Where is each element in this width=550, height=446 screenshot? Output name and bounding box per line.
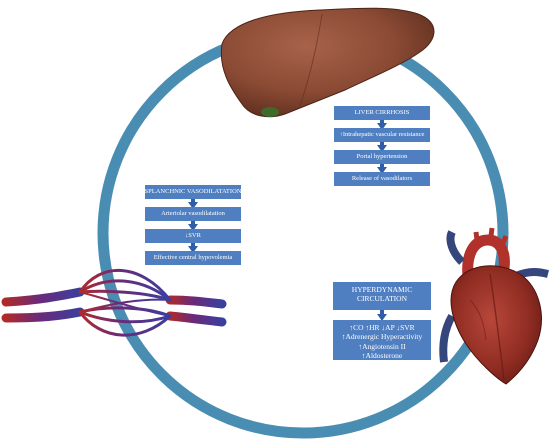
effect-adrenergic: ↑Adrenergic Hyperactivity: [341, 332, 423, 342]
splanchnic-step-hypovolemia: Effective central hypovolemia: [145, 251, 241, 265]
hyperdynamic-title: HYPERDYNAMIC CIRCULATION: [333, 282, 431, 310]
flow-arrow-stem: [380, 164, 384, 168]
flow-arrow-stem: [191, 243, 195, 247]
effect-hemodynamics: ↑CO ↑HR ↓AP ↓SVR: [349, 323, 415, 332]
liver-cirrhosis-title: LIVER CIRRHOSIS: [334, 106, 430, 120]
liver-step-portal: Portal hypertension: [334, 150, 430, 164]
flow-arrow-icon: [377, 123, 387, 130]
hyperdynamic-effects: ↑CO ↑HR ↓AP ↓SVR ↑Adrenergic Hyperactivi…: [333, 320, 431, 360]
splanchnic-step-svr: ↓SVR: [145, 229, 241, 243]
effect-aldosterone: ↑Aldosterone: [361, 351, 403, 361]
liver-step-vasodilators: Release of vasodilators: [334, 172, 430, 186]
flow-arrow-stem: [380, 120, 384, 124]
flow-arrow-stem: [380, 142, 384, 146]
effect-angiotensin: ↑Angiotensin II: [358, 341, 406, 351]
flow-arrow-icon: [377, 167, 387, 174]
hyperdynamic-title-line1: HYPERDYNAMIC: [351, 285, 413, 294]
flow-arrow-stem: [191, 221, 195, 225]
liver-step-intrahepatic: ↑Intrahepatic vascular resistance: [334, 128, 430, 142]
flow-arrow-icon: [188, 202, 198, 209]
flow-arrow-icon: [188, 246, 198, 253]
splanchnic-title: SPLANCHNIC VASODILATATION: [145, 185, 241, 199]
splanchnic-step-arteriolar: Arteriolar vasodilatation: [145, 207, 241, 221]
flow-arrow-icon: [377, 314, 387, 321]
flow-arrow-stem: [191, 199, 195, 203]
flow-arrow-icon: [188, 224, 198, 231]
flow-arrow-stem: [380, 310, 384, 315]
hyperdynamic-title-line2: CIRCULATION: [357, 294, 407, 304]
flow-arrow-icon: [377, 145, 387, 152]
